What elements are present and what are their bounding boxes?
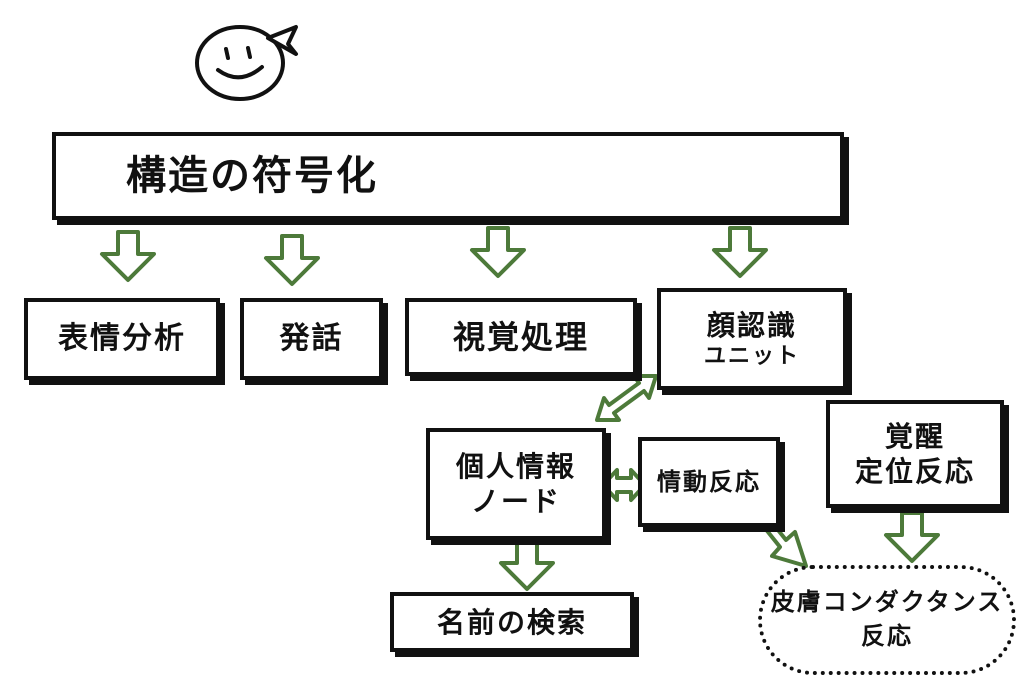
arrow-to-name-search-icon — [499, 539, 555, 591]
visual-processing-label: 視覚処理 — [452, 318, 589, 356]
skin-conductance-label: 皮膚コンダクタンス — [770, 588, 1004, 617]
arrow-to-face-recognition-icon — [712, 226, 768, 278]
arrow-to-expression-icon — [100, 230, 156, 282]
skin-conductance-response-box: 皮膚コンダクタンス 反応 — [758, 565, 1016, 675]
arrow-emotion-to-skin-icon — [762, 518, 808, 568]
name-search-box: 名前の検索 — [390, 592, 634, 652]
face-recognition-box: 顔認識 ユニット — [657, 288, 847, 390]
emotional-response-label: 情動反応 — [657, 468, 761, 496]
name-search-label: 名前の検索 — [436, 605, 587, 639]
orienting-response-label: 定位反応 — [854, 455, 975, 488]
arousal-label: 覚醒 — [884, 420, 945, 453]
emotional-response-box: 情動反応 — [638, 437, 780, 527]
face-recognition-sublabel: ユニット — [703, 343, 800, 369]
smiley-face-icon — [195, 25, 298, 101]
skin-conductance-sublabel: 反応 — [861, 622, 913, 650]
visual-processing-box: 視覚処理 — [405, 298, 637, 376]
arrow-to-skin-response-icon — [884, 511, 940, 563]
arrow-to-speech-icon — [264, 234, 320, 286]
double-arrow-face-personal-icon — [595, 374, 658, 422]
personal-info-label: 個人情報 — [455, 450, 576, 483]
structural-encoding-box: 構造の符号化 — [52, 132, 844, 220]
expression-analysis-box: 表情分析 — [24, 298, 220, 380]
personal-info-sublabel: ノード — [470, 485, 561, 518]
expression-analysis-label: 表情分析 — [58, 321, 186, 357]
face-recognition-label: 顔認識 — [706, 308, 797, 342]
arousal-orienting-box: 覚醒 定位反応 — [826, 400, 1004, 508]
personal-info-node-box: 個人情報 ノード — [426, 428, 606, 540]
speech-box: 発話 — [240, 298, 383, 380]
speech-label: 発話 — [279, 321, 344, 357]
structural-encoding-label: 構造の符号化 — [126, 153, 378, 199]
arrow-to-vision-icon — [470, 226, 526, 278]
